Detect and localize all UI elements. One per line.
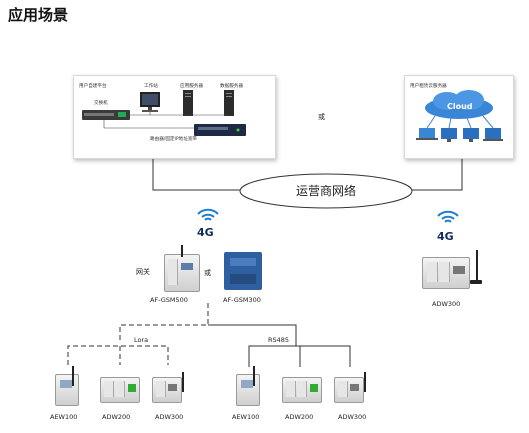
antenna-icon-adw300-left — [182, 372, 184, 392]
left-device-name-2: ADW200 — [102, 413, 131, 421]
cloud-text: Cloud — [447, 102, 473, 111]
workstation-label: 工作站 — [144, 84, 158, 89]
laptop-icon — [416, 128, 438, 140]
lora-label: Lora — [134, 336, 149, 344]
cloud-server-label: 用户租赁云服务器 — [410, 84, 447, 89]
router-label: 路由器/固定IP地址宽带 — [150, 137, 198, 142]
antenna-icon-adw300-right — [364, 372, 366, 392]
antenna-icon — [181, 245, 183, 257]
db-server-icon — [224, 90, 234, 116]
gateway-label: 网关 — [136, 268, 150, 276]
antenna-base-icon — [470, 280, 482, 284]
cloud-illustration — [416, 90, 503, 142]
or-label-gateways: 或 — [204, 269, 211, 277]
gateway-device-gsm500 — [164, 245, 200, 292]
right-adw300-device-bottom — [334, 377, 364, 403]
app-server-icon — [183, 90, 193, 116]
db-server-label: 数据服务器 — [220, 84, 243, 89]
platform-label: 用户自建平台 — [79, 84, 107, 89]
operator-network-ellipse — [239, 173, 413, 209]
right-4g-label: 4G — [437, 230, 454, 243]
lora-bus — [67, 345, 169, 365]
workstation-icon — [140, 92, 160, 112]
left-adw200-device — [100, 377, 140, 403]
platform-equipment — [82, 90, 246, 136]
right-device-name-2: ADW200 — [285, 413, 314, 421]
antenna-icon-right — [476, 250, 478, 280]
left-aew100-device — [55, 374, 79, 406]
switch-label: 交换机 — [94, 101, 108, 106]
right-device-name: ADW300 — [432, 300, 461, 308]
antenna-icon-aew100-right — [253, 366, 255, 386]
right-panel-link — [410, 157, 463, 191]
right-aew100-device — [236, 374, 260, 406]
right-device-name-3: ADW300 — [338, 413, 367, 421]
gateway-name-1: AF-GSM500 — [150, 296, 188, 304]
page-title: 应用场景 — [8, 6, 69, 24]
desktop-icon — [441, 128, 457, 142]
left-device-name-1: AEW100 — [50, 413, 78, 421]
or-label-panels: 或 — [318, 113, 325, 121]
rs485-label: RS485 — [268, 336, 290, 344]
rs485-trunk — [208, 324, 297, 346]
left-panel-link — [152, 157, 240, 191]
right-adw200-device — [282, 377, 322, 403]
wifi-signal-icon — [197, 208, 219, 221]
left-device-name-3: ADW300 — [155, 413, 184, 421]
cloud-server-panel: 用户租赁云服务器 Cloud — [404, 75, 514, 159]
monitor-icon — [463, 128, 479, 142]
left-4g-label: 4G — [197, 226, 214, 239]
self-built-platform-panel: 用户自建平台 交换机 工作站 应用服务器 数据服务器 路由器/固定IP地址宽带 — [73, 75, 276, 159]
gateway-device-gsm300 — [224, 252, 262, 290]
operator-network-label: 运营商网络 — [295, 184, 356, 198]
antenna-icon-aew100-left — [72, 366, 74, 386]
router-icon — [194, 124, 246, 136]
tablet-icon — [483, 128, 503, 141]
lora-trunk — [119, 303, 209, 343]
right-adw300-device — [422, 257, 470, 289]
wifi-signal-icon-right — [437, 210, 459, 223]
switch-icon — [82, 110, 130, 120]
right-device-name-1: AEW100 — [232, 413, 260, 421]
app-server-label: 应用服务器 — [180, 84, 203, 89]
gateway-name-2: AF-GSM300 — [223, 296, 261, 304]
left-adw300-device — [152, 377, 182, 403]
